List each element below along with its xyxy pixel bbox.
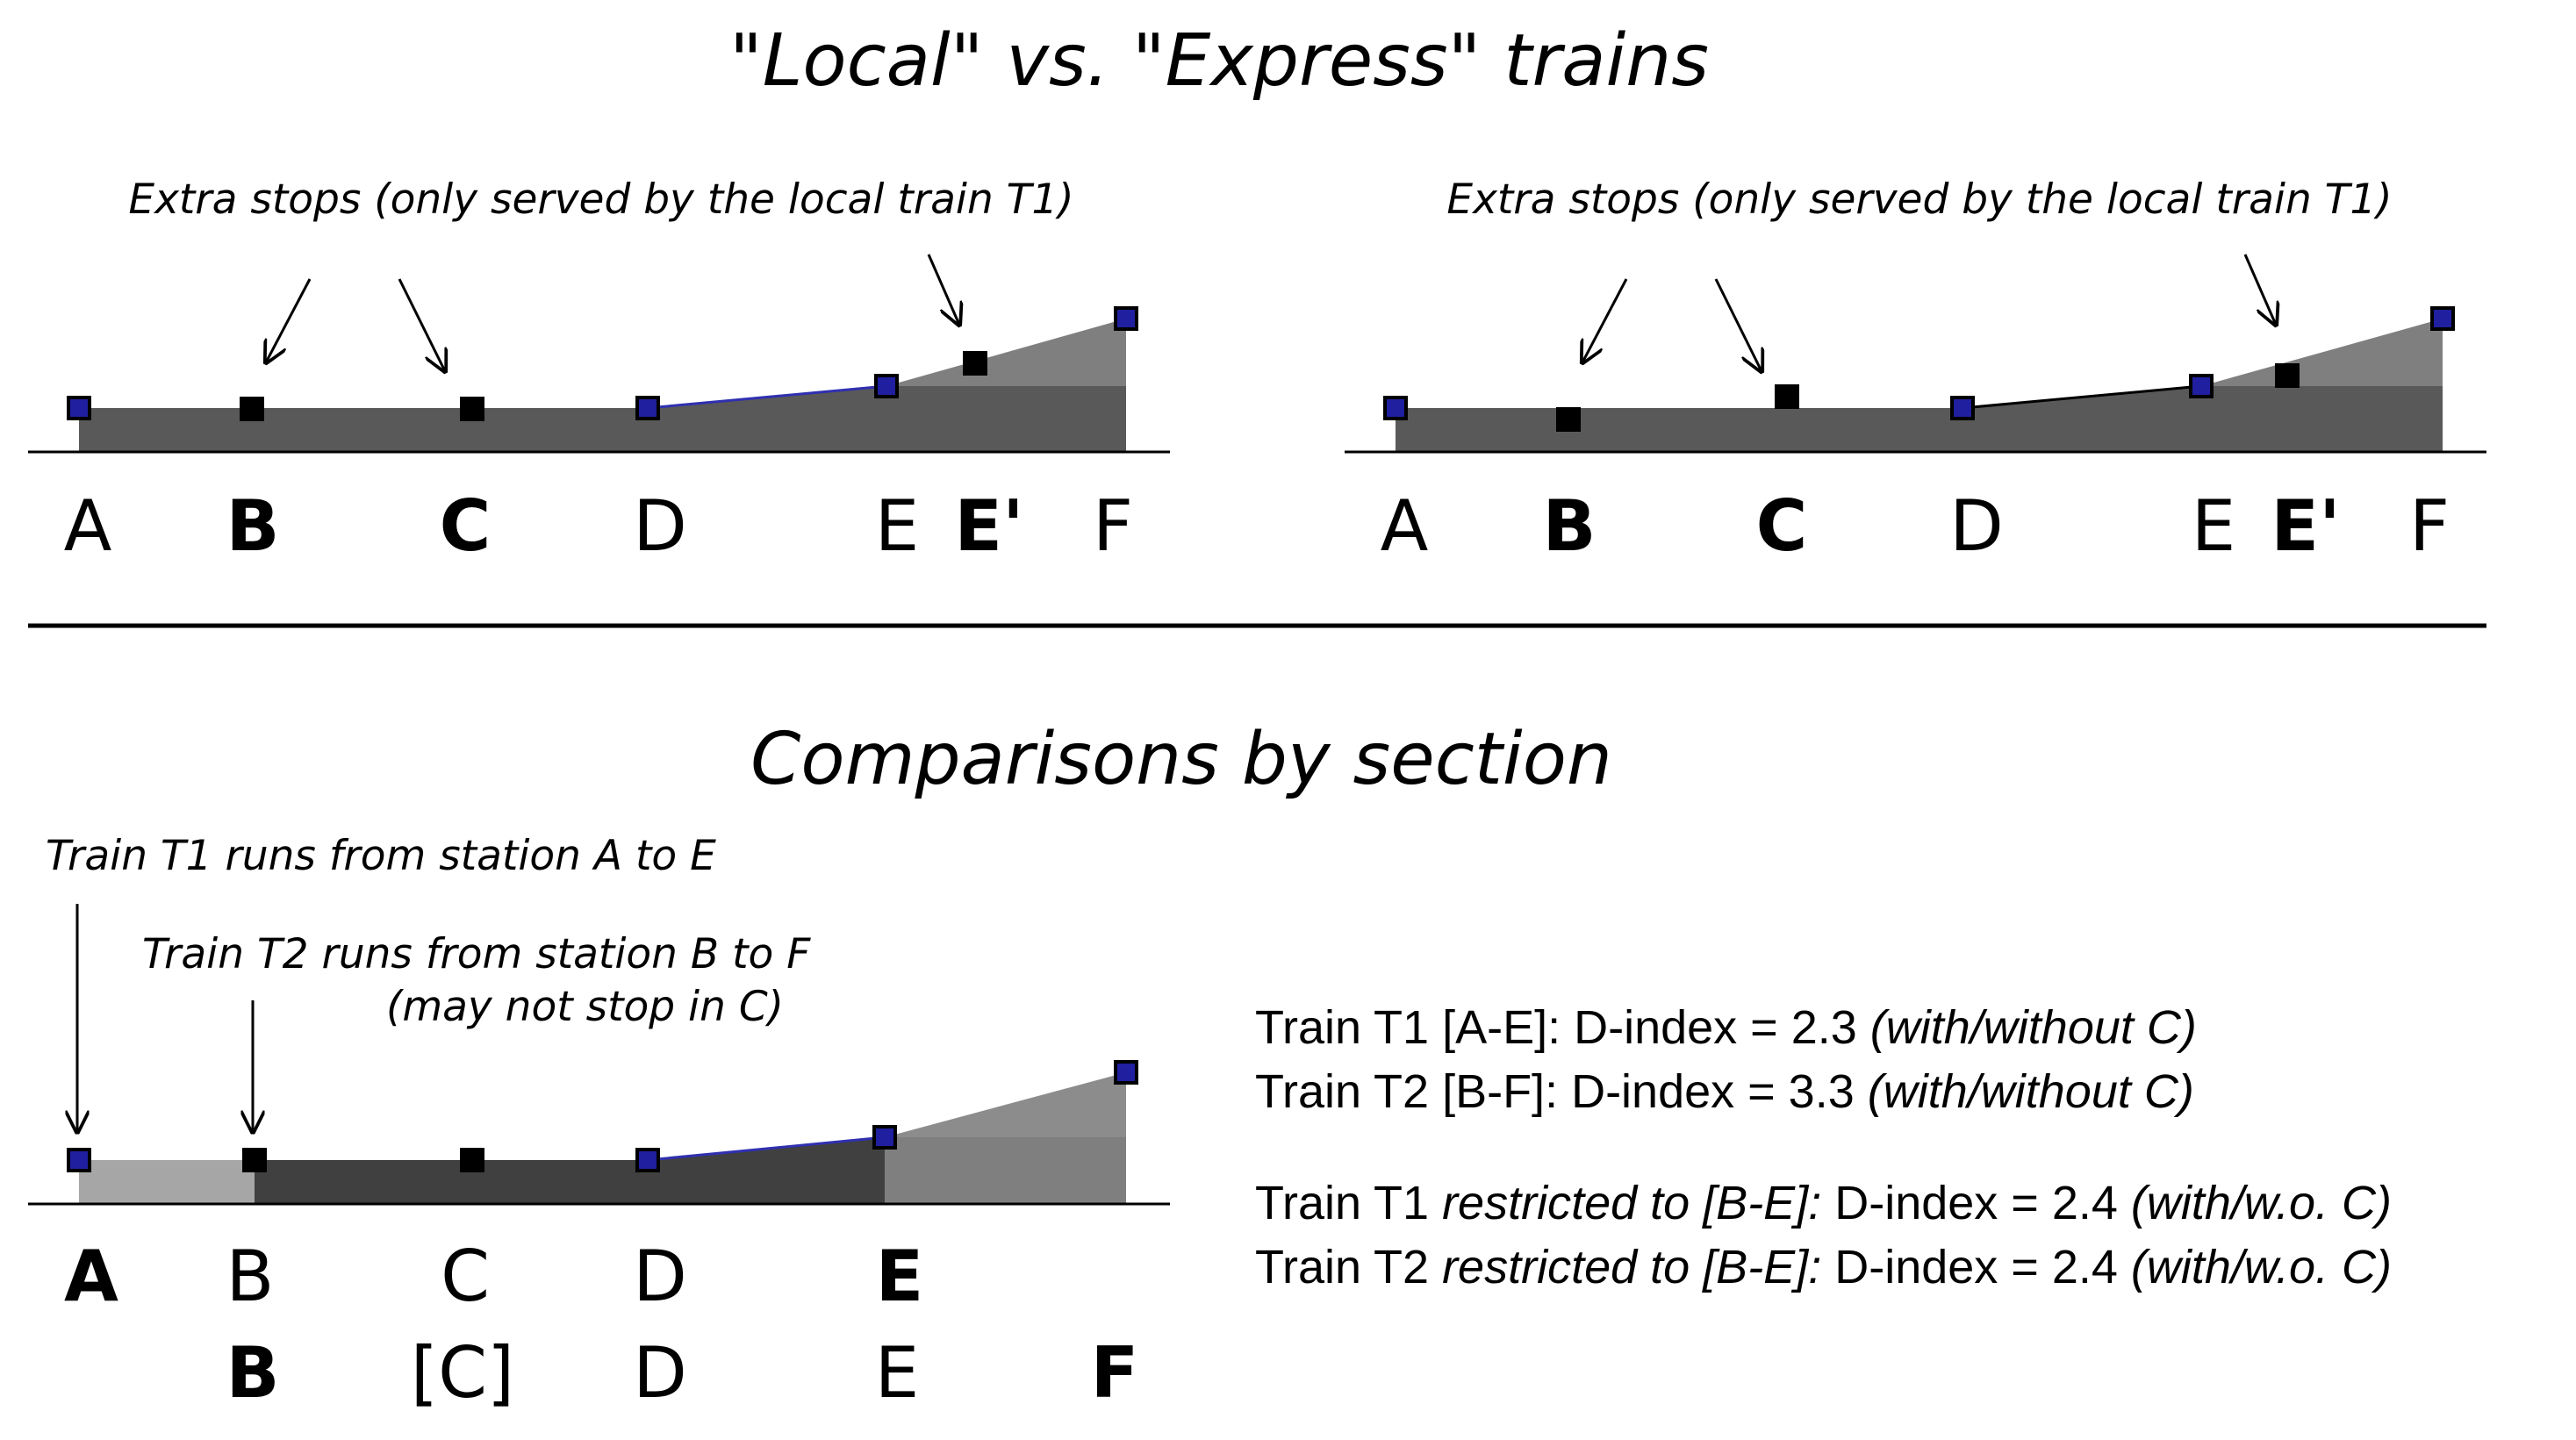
result-t1-restricted: Train T1 restricted to [B-E]: D-index = … bbox=[1255, 1176, 2392, 1230]
right-stop-d bbox=[1950, 396, 1975, 420]
title-local-vs-express: "Local" vs. "Express" trains bbox=[729, 19, 1709, 103]
left-arrow-c bbox=[398, 278, 445, 371]
right-station-e-prime: E' bbox=[2271, 485, 2341, 567]
panel-bottom-shapes bbox=[28, 904, 1170, 1206]
right-stop-c bbox=[1775, 384, 1799, 409]
left-extra-stops-note: Extra stops (only served by the local tr… bbox=[128, 176, 1074, 224]
right-stop-a bbox=[1383, 396, 1408, 420]
bottom-row2-station-f: F bbox=[1090, 1332, 1139, 1414]
bottom-area-e-f bbox=[885, 1137, 1126, 1204]
right-station-a: A bbox=[1380, 485, 1429, 567]
right-dark-line bbox=[1962, 384, 2202, 410]
left-stop-c bbox=[460, 397, 484, 421]
result-t2-full-label: Train T2 [B-F]: D-index = 3.3 bbox=[1255, 1065, 1868, 1118]
result-t1-full: Train T1 [A-E]: D-index = 2.3 (with/with… bbox=[1255, 1000, 2197, 1055]
right-arrow-b bbox=[1582, 278, 1628, 362]
left-stop-b bbox=[240, 397, 264, 421]
result-t2-restricted-post: D-index = 2.4 bbox=[1821, 1241, 2131, 1293]
panel-left-shapes bbox=[28, 254, 1170, 454]
left-station-e-prime: E' bbox=[954, 485, 1024, 567]
bottom-area-top bbox=[885, 1072, 1126, 1137]
right-stop-b bbox=[1556, 407, 1581, 432]
left-area-base bbox=[79, 408, 1126, 452]
left-station-e: E bbox=[874, 485, 920, 567]
bottom-row1-station-d: D bbox=[633, 1236, 687, 1317]
right-station-f: F bbox=[2408, 485, 2450, 567]
right-arrow-c bbox=[1714, 278, 1762, 371]
result-t1-full-note: (with/without C) bbox=[1869, 1001, 2197, 1054]
right-stop-f bbox=[2430, 306, 2455, 331]
bottom-stop-f bbox=[1114, 1060, 1138, 1085]
result-t2-restricted-range: restricted to [B-E]: bbox=[1442, 1241, 1822, 1293]
bottom-area-b-e bbox=[255, 1160, 885, 1204]
left-arrow-e2 bbox=[927, 254, 959, 325]
bottom-blue-line bbox=[647, 1136, 886, 1162]
bottom-row2-station-c: [C] bbox=[410, 1332, 515, 1414]
result-t1-restricted-post: D-index = 2.4 bbox=[1821, 1177, 2131, 1229]
left-station-b: B bbox=[226, 485, 280, 567]
bottom-row2-station-e: E bbox=[874, 1332, 920, 1414]
right-area-base bbox=[1396, 408, 2443, 452]
bottom-row1-station-a: A bbox=[64, 1236, 118, 1317]
left-stop-f bbox=[1114, 306, 1138, 331]
bottom-row2-station-b: B bbox=[226, 1332, 280, 1414]
bottom-row2-station-d: D bbox=[633, 1332, 687, 1414]
right-area-top bbox=[2201, 319, 2443, 386]
result-t1-restricted-pre: Train T1 bbox=[1255, 1177, 1443, 1229]
left-blue-line bbox=[647, 384, 887, 410]
bottom-stop-a bbox=[67, 1148, 91, 1172]
left-station-a: A bbox=[63, 485, 112, 567]
left-station-f: F bbox=[1092, 485, 1134, 567]
right-arrow-e2 bbox=[2243, 254, 2276, 325]
result-t1-restricted-note: (with/w.o. C) bbox=[2130, 1177, 2392, 1229]
left-area-top bbox=[886, 319, 1126, 386]
result-t2-restricted-note: (with/w.o. C) bbox=[2130, 1241, 2392, 1293]
left-stop-e bbox=[874, 374, 899, 398]
right-station-e: E bbox=[2191, 485, 2236, 567]
left-stop-d bbox=[635, 396, 660, 420]
right-stop-e bbox=[2189, 374, 2214, 398]
panel-right-shapes bbox=[1345, 254, 2486, 454]
right-stop-e2 bbox=[2275, 363, 2300, 388]
result-t2-full-note: (with/without C) bbox=[1867, 1065, 2194, 1118]
bottom-stop-c bbox=[460, 1148, 484, 1172]
bottom-row1-station-c: C bbox=[441, 1236, 490, 1317]
left-station-c: C bbox=[439, 485, 492, 567]
bottom-stop-b bbox=[242, 1148, 267, 1172]
left-stop-a bbox=[67, 396, 91, 420]
result-t2-restricted: Train T2 restricted to [B-E]: D-index = … bbox=[1255, 1240, 2392, 1294]
left-stop-e2 bbox=[963, 351, 987, 376]
bottom-row1-station-e: E bbox=[875, 1236, 924, 1317]
bottom-area-a-b bbox=[79, 1160, 255, 1204]
title-comparisons: Comparisons by section bbox=[750, 718, 1612, 801]
result-t1-restricted-range: restricted to [B-E]: bbox=[1442, 1177, 1822, 1229]
bottom-stop-e bbox=[872, 1125, 897, 1150]
result-t2-restricted-pre: Train T2 bbox=[1255, 1241, 1443, 1293]
left-station-d: D bbox=[633, 485, 687, 567]
note-train-t2-runs: Train T2 runs from station B to F bbox=[142, 930, 811, 978]
right-station-c: C bbox=[1755, 485, 1808, 567]
bottom-row1-station-b: B bbox=[226, 1236, 275, 1317]
right-extra-stops-note: Extra stops (only served by the local tr… bbox=[1446, 176, 2393, 224]
result-t1-full-label: Train T1 [A-E]: D-index = 2.3 bbox=[1255, 1001, 1870, 1054]
right-station-b: B bbox=[1542, 485, 1597, 567]
left-arrow-b bbox=[266, 278, 312, 362]
result-t2-full: Train T2 [B-F]: D-index = 3.3 (with/with… bbox=[1255, 1064, 2194, 1119]
note-may-not-stop-c: (may not stop in C) bbox=[386, 983, 784, 1031]
note-train-t1-runs: Train T1 runs from station A to E bbox=[46, 832, 716, 880]
right-station-d: D bbox=[1949, 485, 2004, 567]
bottom-stop-d bbox=[635, 1148, 660, 1172]
